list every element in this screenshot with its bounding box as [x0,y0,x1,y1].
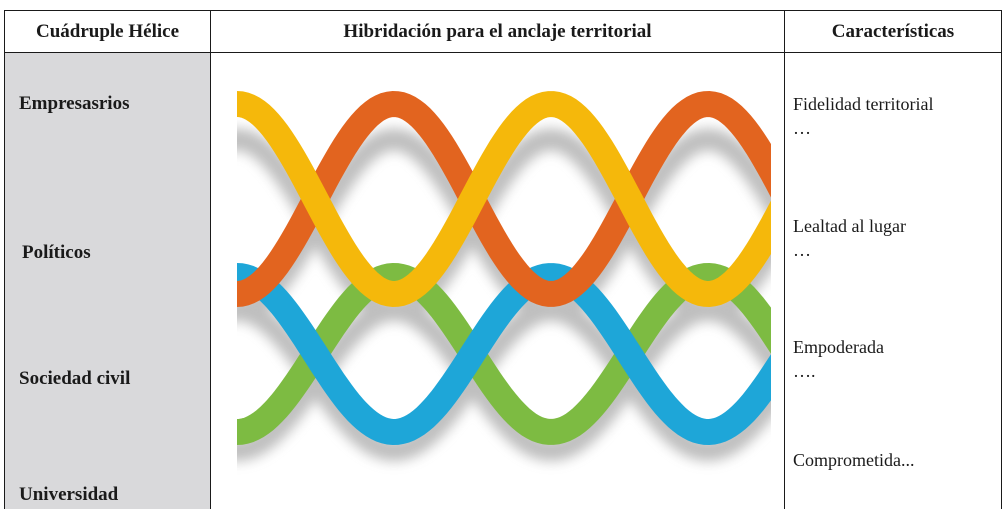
header-bottom-border [4,52,1002,53]
table-top-border [4,10,1002,11]
characteristic-3-title: Empoderada [793,337,884,357]
helix-illustration [237,74,771,484]
characteristic-1-title: Fidelidad territorial [793,94,934,114]
table-left-border [4,10,5,509]
roles-column: Empresasrios Políticos Sociedad civil Un… [5,53,210,509]
characteristic-4-title: Comprometida... [793,450,915,470]
header-hibridacion: Hibridación para el anclaje territorial [343,20,652,42]
role-empresarios: Empresasrios [19,93,130,114]
characteristic-2-ellipsis: … [793,240,811,260]
role-universidad: Universidad [19,484,119,505]
quadruple-helix-table: Cuádruple Hélice Hibridación para el anc… [4,10,1002,509]
characteristic-3-ellipsis: …. [793,361,816,381]
role-politicos: Políticos [22,242,91,263]
col-divider-1 [210,10,211,509]
characteristic-4: Comprometida... [793,448,914,472]
characteristic-1-ellipsis: … [793,118,811,138]
characteristic-3: Empoderada …. [793,335,884,383]
characteristic-2-title: Lealtad al lugar [793,216,906,236]
characteristic-2: Lealtad al lugar … [793,214,906,262]
yellow-strand [237,90,771,308]
blue-strand [237,262,771,446]
header-cuadruple-helice: Cuádruple Hélice [35,20,180,42]
characteristic-1: Fidelidad territorial … [793,92,933,140]
header-caracteristicas: Características [831,20,955,42]
col-divider-2 [784,10,785,509]
role-sociedad-civil: Sociedad civil [19,368,131,389]
table-right-border [1001,10,1002,509]
